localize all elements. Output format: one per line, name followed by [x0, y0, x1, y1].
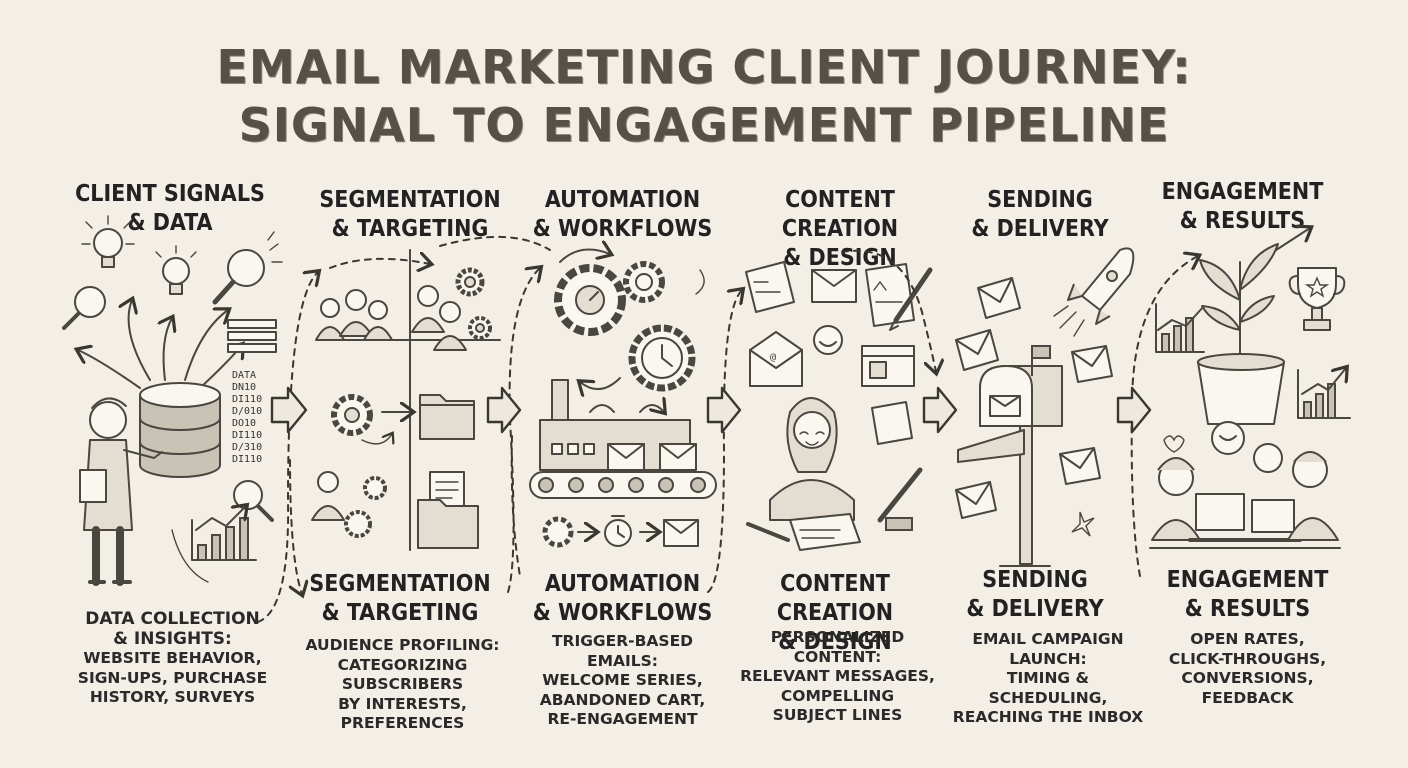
document-icon — [865, 263, 915, 327]
lightbulb-icon — [155, 245, 197, 295]
stage-2-description: AUDIENCE PROFILING: CATEGORIZING SUBSCRI… — [305, 636, 500, 732]
heart-icon — [1163, 435, 1185, 453]
envelope-icon — [955, 481, 997, 519]
gear-icon — [554, 264, 626, 336]
envelope-icon — [659, 443, 697, 471]
person-smiling — [1287, 451, 1339, 541]
flow-arrow-5 — [1116, 386, 1152, 434]
flow-arrow-4 — [922, 386, 958, 434]
stage-4-heading: CONTENT CREATION& DESIGN — [781, 187, 899, 271]
magnifier-icon — [62, 286, 106, 330]
people-icon — [315, 289, 393, 341]
gear-icon — [331, 394, 373, 436]
gear-icon — [468, 316, 492, 340]
stage-6-description: OPEN RATES, CLICK-THROUGHS, CONVERSIONS,… — [1168, 630, 1327, 707]
stage-5-description: EMAIL CAMPAIGN LAUNCH: TIMING & SCHEDULI… — [952, 630, 1144, 726]
stage-2-subheading: SEGMENTATION& TARGETING — [309, 571, 491, 626]
clock-icon — [604, 515, 632, 547]
pencil-icon — [746, 522, 790, 542]
conveyor-icon — [529, 471, 717, 499]
people-icon — [311, 471, 345, 521]
laptop-icon — [1246, 499, 1302, 542]
title-line-2: SIGNAL TO ENGAGEMENT PIPELINE — [238, 98, 1170, 152]
gear-icon — [344, 476, 387, 538]
folder-icon — [419, 394, 475, 440]
magnifier-icon — [233, 480, 274, 522]
envelope-icon — [663, 519, 699, 547]
envelope-icon — [811, 269, 857, 303]
database-label: D/010 — [232, 406, 262, 417]
gear-icon — [455, 267, 485, 297]
database-label: DATA — [232, 370, 256, 381]
stage-1-description: DATA COLLECTION & INSIGHTS: WEBSITE BEHA… — [77, 609, 268, 706]
envelope-icon: @ — [749, 331, 803, 387]
stage-1-heading: CLIENT SIGNALS& DATA — [75, 181, 265, 236]
data-rows-icon — [227, 319, 277, 353]
bar-chart-icon — [1155, 303, 1205, 353]
flow-arrow-2 — [486, 386, 522, 434]
pencil-icon — [877, 467, 923, 523]
sparkle-icon — [1071, 511, 1095, 537]
stage-3-description: TRIGGER-BASED EMAILS: WELCOME SERIES, AB… — [539, 632, 706, 728]
rocket-icon — [1053, 247, 1135, 337]
stage-5-subheading: SENDING& DELIVERY — [966, 567, 1104, 622]
database-label: DI110 — [232, 430, 262, 441]
chat-icon — [813, 325, 843, 355]
stage-5-heading: SENDING& DELIVERY — [971, 187, 1109, 242]
person-smiling — [1151, 457, 1201, 541]
envelope-icon — [955, 329, 999, 371]
page-title: EMAIL MARKETING CLIENT JOURNEY: SIGNAL T… — [0, 38, 1408, 154]
stage-6-subheading: ENGAGEMENT& RESULTS — [1166, 567, 1329, 622]
document-icon — [745, 261, 795, 313]
flow-arrow-1 — [270, 386, 308, 434]
stage-4-description: PERSONALIZED CONTENT: RELEVANT MESSAGES,… — [740, 628, 935, 724]
eraser-icon — [885, 517, 913, 531]
database-icon — [139, 382, 221, 478]
svg-text:@: @ — [770, 352, 776, 363]
stage-2-heading: SEGMENTATION& TARGETING — [319, 187, 501, 242]
stage-6-heading: ENGAGEMENT& RESULTS — [1161, 179, 1324, 234]
plant-icon — [1197, 243, 1285, 425]
person-figure — [79, 397, 163, 586]
laptop-icon — [1188, 493, 1252, 542]
stage-4-subheading: CONTENT CREATION& DESIGN — [776, 571, 894, 655]
magnifier-icon — [212, 231, 283, 305]
document-icon — [871, 401, 913, 445]
folder-icon — [417, 471, 479, 549]
envelope-icon — [607, 443, 645, 471]
people-icon — [411, 285, 467, 351]
envelope-icon — [1071, 345, 1113, 383]
bar-chart-icon — [191, 506, 257, 561]
database-label: DO10 — [232, 418, 256, 429]
envelope-icon — [1059, 447, 1101, 485]
pencil-icon — [889, 267, 933, 331]
clock-icon — [628, 324, 696, 392]
gear-icon — [623, 261, 665, 303]
database-label: DN10 — [232, 382, 256, 393]
person-writing — [769, 397, 861, 551]
trophy-icon — [1288, 267, 1346, 331]
lightbulb-icon — [81, 215, 135, 268]
bar-chart-icon — [1297, 368, 1351, 419]
browser-icon — [861, 345, 915, 387]
stage-3-subheading: AUTOMATION& WORKFLOWS — [532, 571, 713, 626]
mailbox-icon — [957, 345, 1063, 567]
title-line-1: EMAIL MARKETING CLIENT JOURNEY: — [216, 40, 1192, 94]
database-label: DI110 — [232, 394, 262, 405]
database-label: D/310 — [232, 442, 262, 453]
stage-3-heading: AUTOMATION& WORKFLOWS — [532, 187, 713, 242]
envelope-icon — [977, 277, 1021, 319]
flow-arrow-3 — [706, 386, 742, 434]
gear-icon — [542, 516, 574, 548]
database-label: DI110 — [232, 454, 262, 465]
chat-icon — [1211, 421, 1283, 473]
